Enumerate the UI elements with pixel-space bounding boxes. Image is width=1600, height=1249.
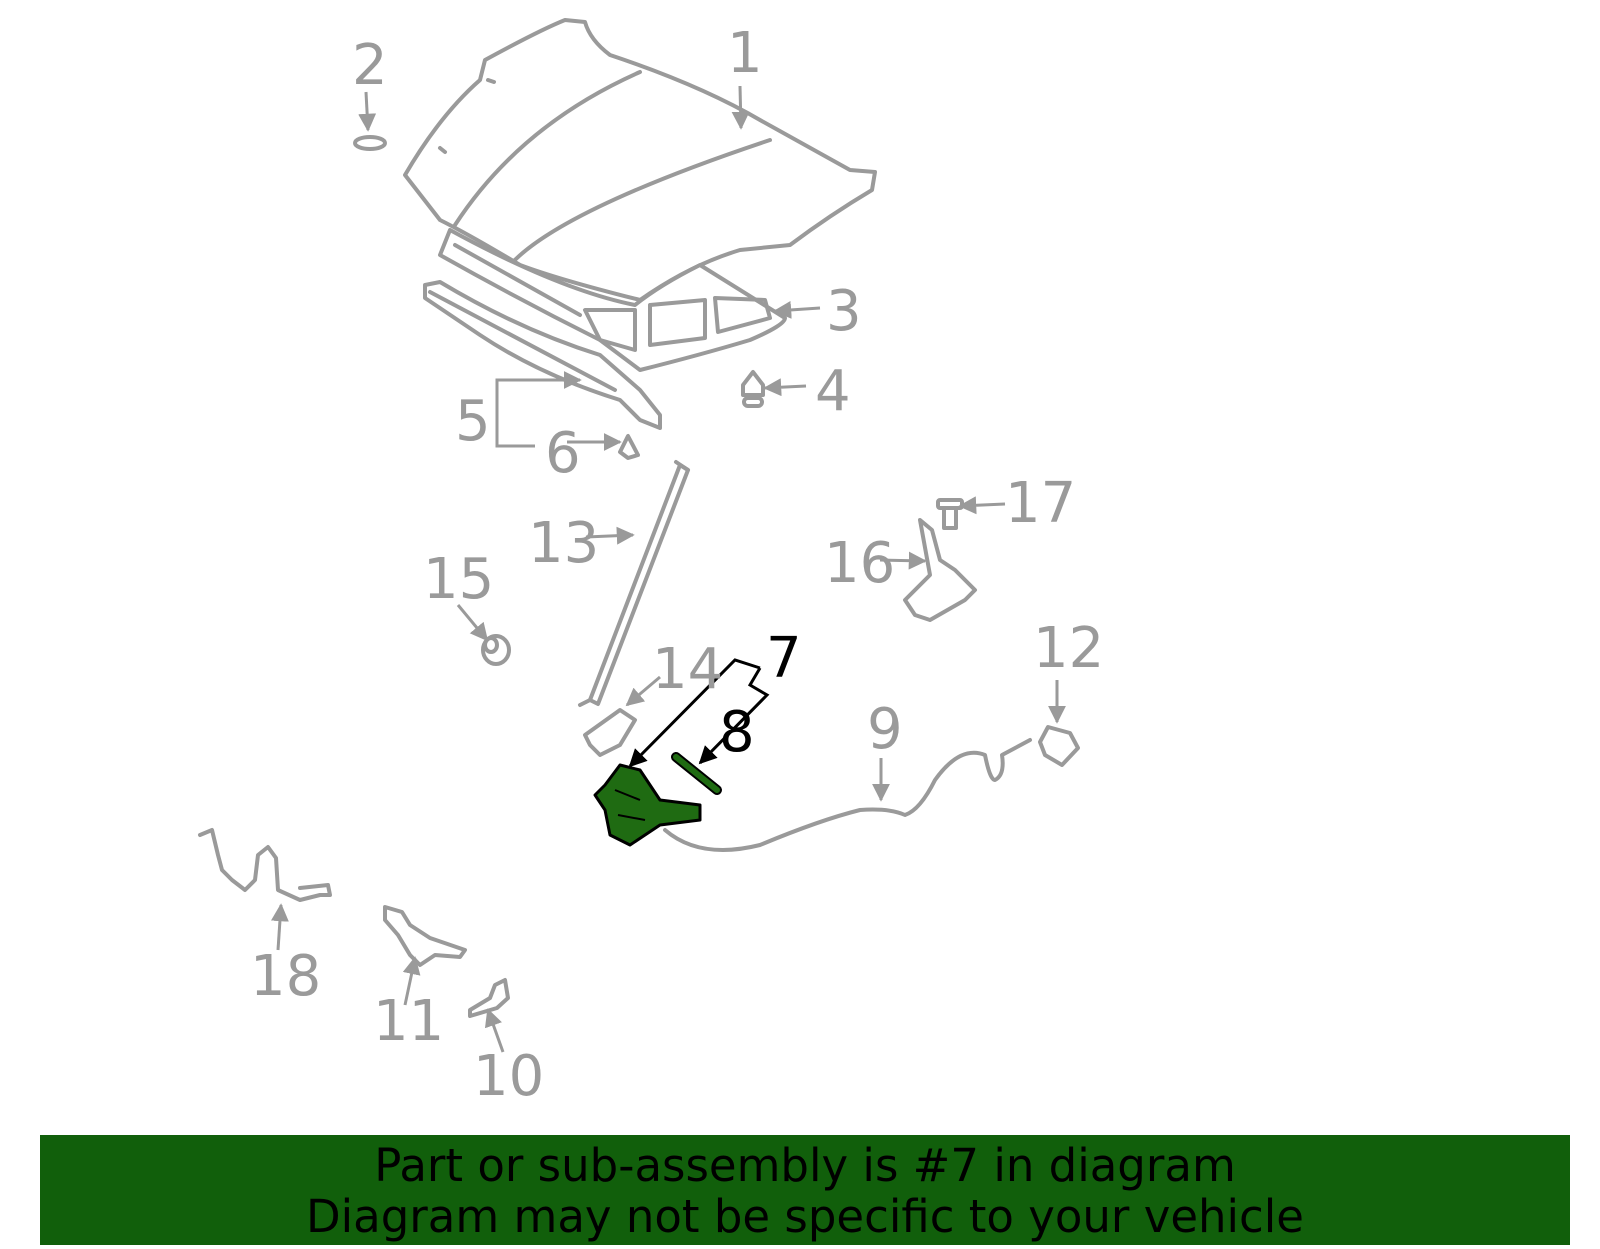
callout-11: 11 bbox=[373, 989, 444, 1054]
callout-14: 14 bbox=[652, 637, 723, 702]
callout-1: 1 bbox=[727, 21, 763, 86]
hood-seal bbox=[423, 280, 662, 430]
hood-latch-assembly bbox=[593, 763, 702, 847]
bumper-cushion bbox=[481, 634, 511, 666]
callout-5: 5 bbox=[455, 389, 491, 454]
callout-4: 4 bbox=[815, 359, 851, 424]
callout-2: 2 bbox=[352, 33, 388, 98]
callout-17: 17 bbox=[1005, 471, 1076, 536]
hood-hinge-left bbox=[383, 905, 467, 967]
callout-10: 10 bbox=[473, 1044, 544, 1109]
callout-9: 9 bbox=[867, 697, 903, 762]
clip bbox=[741, 370, 765, 408]
callout-15: 15 bbox=[423, 547, 494, 612]
small-bracket bbox=[468, 978, 510, 1018]
lock-cable bbox=[198, 828, 332, 902]
hood-insulator bbox=[438, 228, 787, 372]
callout-16: 16 bbox=[824, 531, 895, 596]
callout-8: 8 bbox=[719, 700, 755, 765]
callout-12: 12 bbox=[1033, 616, 1104, 681]
hood-support-rod bbox=[578, 460, 690, 707]
latch-spring bbox=[671, 752, 722, 795]
release-handle bbox=[1038, 725, 1080, 767]
callout-7: 7 bbox=[766, 626, 802, 691]
callout-3: 3 bbox=[826, 279, 862, 344]
banner-line-2: Diagram may not be specific to your vehi… bbox=[306, 1190, 1304, 1243]
callout-13: 13 bbox=[528, 511, 599, 576]
parts-diagram: 2 1 3 4 5 6 13 15 14 17 16 12 9 7 8 18 1… bbox=[198, 18, 1104, 1109]
callout-6: 6 bbox=[545, 421, 581, 486]
grommet bbox=[353, 135, 387, 151]
hood-panel bbox=[403, 18, 877, 302]
info-banner: Part or sub-assembly is #7 in diagram Di… bbox=[40, 1135, 1570, 1245]
support-bracket bbox=[583, 708, 637, 757]
hinge-bolt bbox=[936, 498, 964, 530]
seal-clip bbox=[618, 434, 640, 460]
release-cable bbox=[663, 738, 1032, 852]
banner-line-1: Part or sub-assembly is #7 in diagram bbox=[374, 1139, 1236, 1192]
callout-18: 18 bbox=[250, 944, 321, 1009]
hood-hinge bbox=[903, 518, 977, 622]
